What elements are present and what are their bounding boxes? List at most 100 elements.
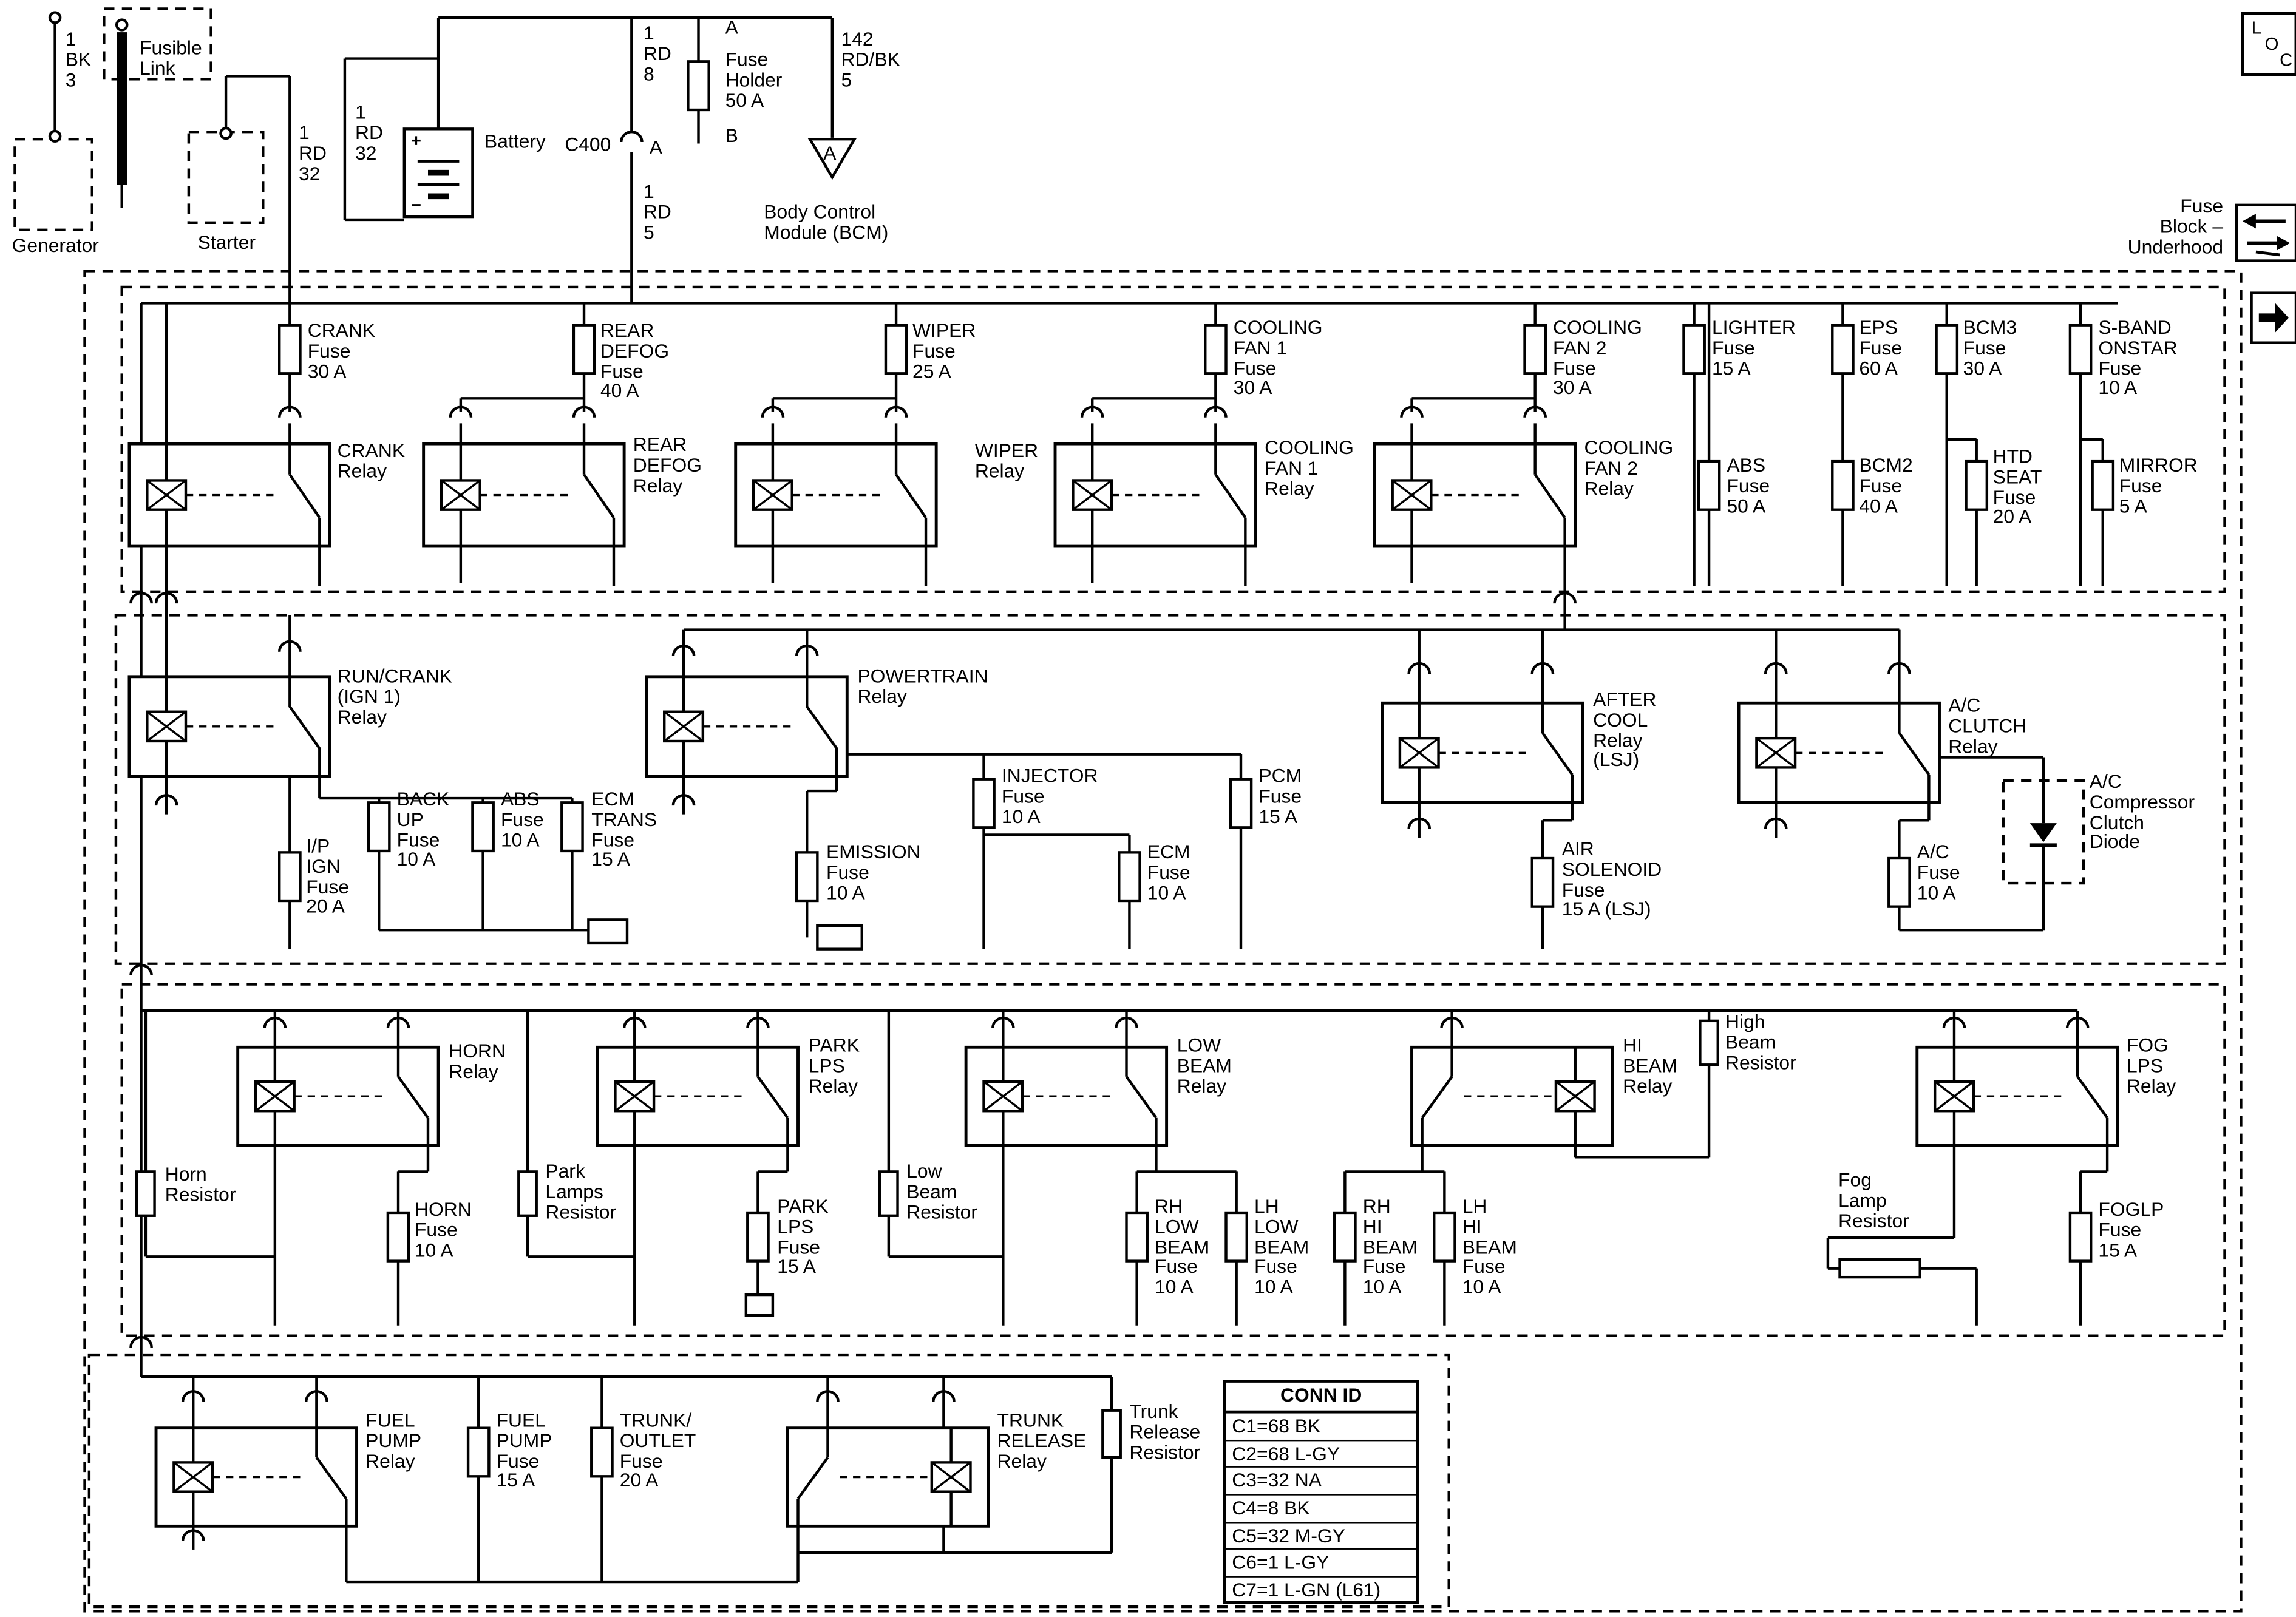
- htd-seat-fuse-label: HTD SEAT Fuse 20 A: [1992, 445, 2042, 528]
- inline-connector-arc: [671, 794, 696, 806]
- inline-connector-arc: [795, 644, 819, 657]
- lh-low-beam-fuse-symbol: [1224, 1211, 1248, 1263]
- ac-diode-label: A/C Compressor Clutch Diode: [2089, 770, 2195, 853]
- crank-fuse-symbol: [278, 324, 302, 375]
- hi-beam-relay-label: HI BEAM Relay: [1623, 1034, 1678, 1097]
- inline-connector-arc: [932, 1390, 956, 1402]
- terminal-circle: [219, 126, 233, 140]
- fog-lamp-resistor-symbol: [1838, 1258, 1921, 1279]
- conn-id-row: C5=32 M-GY: [1226, 1523, 1416, 1550]
- horn-resistor-label: Horn Resistor: [165, 1162, 236, 1205]
- fuse-holder-label: Fuse Holder 50 A: [725, 48, 783, 111]
- dashed-box: [83, 270, 2243, 1613]
- conn-id-row: C7=1 L-GN (L61): [1232, 1579, 1381, 1601]
- fusible-link-symbol: [117, 32, 127, 185]
- loc-letter-o: O: [2264, 33, 2279, 55]
- cooling-fan-2-fuse-symbol: [1523, 324, 1547, 375]
- horn-relay-symbol: [236, 1045, 440, 1147]
- inline-connector-arc: [154, 794, 178, 806]
- trunk-release-relay-label: TRUNK RELEASE Relay: [997, 1409, 1087, 1471]
- cooling-fan-2-relay-symbol: [1373, 442, 1577, 548]
- ac-diode-symbol: [2029, 791, 2057, 873]
- bcm2-fuse-label: BCM2 Fuse 40 A: [1859, 454, 1913, 517]
- inline-connector-arc: [181, 1390, 205, 1402]
- trunk-release-resistor-symbol: [1101, 1409, 1122, 1459]
- lh-hi-beam-fuse-symbol: [1433, 1211, 1456, 1263]
- c400-pin-label: A: [649, 136, 662, 158]
- inline-connector-arc: [761, 405, 785, 418]
- low-beam-relay-label: LOW BEAM Relay: [1177, 1034, 1232, 1097]
- ecm-trans-fuse-label: ECM TRANS Fuse 15 A: [591, 788, 657, 871]
- inline-connector-arc: [181, 1529, 205, 1541]
- low-beam-relay-symbol: [964, 1045, 1169, 1147]
- terminal-circle: [48, 11, 62, 24]
- fusible-link-label: Fusible Link: [140, 36, 202, 79]
- loc-box: L O C: [2241, 12, 2296, 76]
- abs-10-fuse-symbol: [471, 801, 495, 853]
- s-band-onstar-fuse-symbol: [2068, 324, 2093, 375]
- bcm3-fuse-symbol: [1935, 324, 1959, 375]
- inline-connector-arc: [1523, 405, 1547, 418]
- cooling-fan-2-relay-label: COOLING FAN 2 Relay: [1584, 436, 1674, 499]
- fuel-pump-relay-label: FUEL PUMP Relay: [365, 1409, 422, 1471]
- lighter-fuse-label: LIGHTER Fuse 15 A: [1711, 316, 1796, 379]
- battery-label: Battery: [484, 130, 546, 152]
- ecm-fuse-label: ECM Fuse 10 A: [1147, 841, 1190, 903]
- horn-fuse-label: HORN Fuse 10 A: [414, 1198, 472, 1261]
- fuel-pump-fuse-symbol: [466, 1426, 491, 1478]
- dashed-box: [87, 1353, 1450, 1609]
- horn-fuse-symbol: [386, 1211, 410, 1263]
- cooling-fan-2-fuse-label: COOLING FAN 2 Fuse 30 A: [1553, 316, 1642, 399]
- wire-142-label: 142 RD/BK 5: [841, 27, 900, 90]
- ac-clutch-relay-label: A/C CLUTCH Relay: [1948, 694, 2027, 757]
- inline-connector-arc: [154, 592, 178, 604]
- lh-hi-beam-fuse-label: LH HI BEAM Fuse 10 A: [1462, 1195, 1517, 1298]
- inline-connector-arc: [1764, 817, 1788, 829]
- bcm-label: Body Control Module (BCM): [764, 200, 889, 243]
- terminal-circle: [48, 129, 62, 143]
- inline-connector-arc: [746, 1016, 770, 1029]
- loc-letter-l: L: [2251, 17, 2261, 38]
- crank-fuse-label: CRANK Fuse 30 A: [307, 319, 376, 382]
- inline-connector-arc: [1942, 1016, 1966, 1029]
- loc-letter-c: C: [2280, 50, 2293, 70]
- nav-arrows-icon[interactable]: [2235, 203, 2296, 262]
- dashed-box: [13, 138, 93, 232]
- foglp-fuse-label: FOGLP Fuse 15 A: [2098, 1198, 2164, 1261]
- trunk-release-resistor-label: Trunk Release Resistor: [1129, 1400, 1201, 1463]
- ac-clutch-relay-symbol: [1737, 701, 1941, 804]
- ecm-trans-fuse-symbol: [560, 801, 584, 853]
- connector-bracket: [816, 924, 863, 951]
- fog-lps-relay-label: FOG LPS Relay: [2126, 1034, 2176, 1097]
- inline-connector-arc: [278, 640, 302, 652]
- horn-resistor-symbol: [135, 1170, 156, 1217]
- fuse-holder-pin-a-label: A: [725, 16, 738, 38]
- wire-rd32-b-label: 1 RD 32: [355, 101, 384, 164]
- conn-id-row: C6=1 L-GY: [1226, 1550, 1416, 1578]
- starter-label: Starter: [197, 231, 256, 254]
- next-arrow-icon[interactable]: [2250, 291, 2296, 344]
- bcm3-fuse-label: BCM3 Fuse 30 A: [1963, 316, 2017, 379]
- ip-ign-fuse-label: I/P IGN Fuse 20 A: [306, 835, 350, 918]
- inline-connector-arc: [884, 405, 908, 418]
- rear-defog-fuse-symbol: [572, 324, 596, 375]
- wiper-fuse-symbol: [884, 324, 908, 375]
- dashed-box: [187, 130, 265, 224]
- park-lps-fuse-symbol: [746, 1211, 770, 1263]
- inline-connector-arc: [622, 1016, 647, 1029]
- fuel-pump-relay-symbol: [154, 1426, 358, 1528]
- generator-wire-gauge-label: 1 BK 3: [65, 27, 92, 90]
- ac-fuse-label: A/C Fuse 10 A: [1917, 841, 1960, 903]
- inline-connector-arc: [263, 1016, 287, 1029]
- inline-connector-arc: [572, 405, 596, 418]
- conn-id-row: C1=68 BK: [1226, 1413, 1416, 1441]
- fuse-holder-pin-b-label: B: [725, 124, 738, 147]
- mirror-fuse-symbol: [2091, 459, 2115, 511]
- emission-fuse-symbol: [795, 851, 819, 903]
- pcm-fuse-label: PCM Fuse 15 A: [1258, 764, 1302, 827]
- crank-relay-symbol: [127, 442, 331, 548]
- low-beam-resistor-label: Low Beam Resistor: [906, 1160, 977, 1222]
- ecm-fuse-symbol: [1118, 851, 1141, 903]
- ip-ign-fuse-symbol: [278, 851, 302, 903]
- injector-fuse-symbol: [972, 778, 996, 829]
